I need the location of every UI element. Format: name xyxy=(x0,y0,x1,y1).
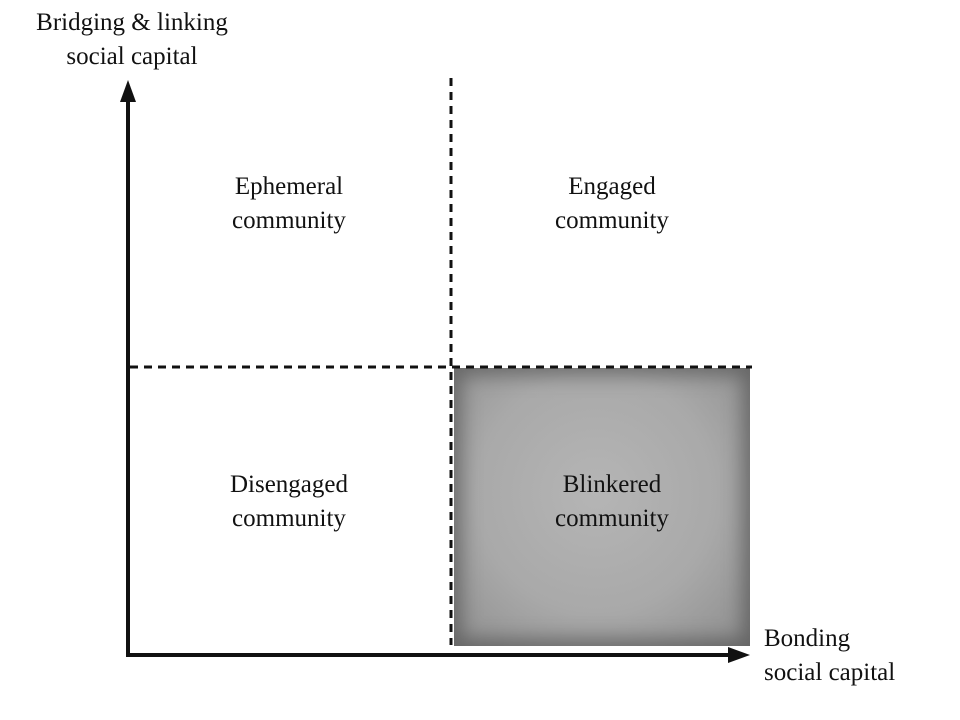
quadrant-blinkered-line2: community xyxy=(555,505,669,532)
blinkered-quadrant-highlight xyxy=(454,368,750,646)
quadrant-engaged: Engaged community xyxy=(555,170,669,238)
quadrant-blinkered-line1: Blinkered xyxy=(562,471,662,498)
quadrant-disengaged: Disengaged community xyxy=(230,468,348,536)
y-axis-label-line1: Bridging & linking xyxy=(36,9,228,36)
quadrant-ephemeral-line2: community xyxy=(232,207,346,234)
x-axis-label: Bonding social capital xyxy=(764,622,895,690)
quadrant-ephemeral-line1: Ephemeral xyxy=(234,173,344,200)
quadrant-engaged-line2: community xyxy=(555,207,669,234)
x-axis-label-line1: Bonding xyxy=(764,625,851,652)
quadrant-disengaged-line1: Disengaged xyxy=(229,471,349,498)
quadrant-disengaged-line2: community xyxy=(232,505,346,532)
quadrant-blinkered: Blinkered community xyxy=(555,468,669,536)
y-axis-label-line2: social capital xyxy=(66,43,198,70)
x-axis-arrowhead xyxy=(728,647,750,663)
x-axis-label-line2: social capital xyxy=(764,659,896,686)
quadrant-ephemeral: Ephemeral community xyxy=(232,170,346,238)
y-axis-arrowhead xyxy=(120,80,136,102)
y-axis-label: Bridging & linking social capital xyxy=(12,6,252,74)
quadrant-engaged-line1: Engaged xyxy=(568,173,656,200)
